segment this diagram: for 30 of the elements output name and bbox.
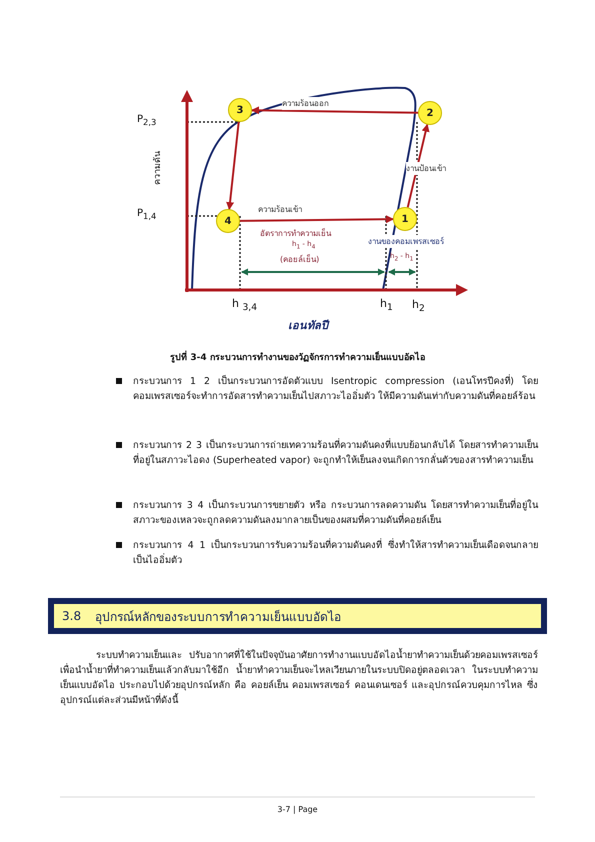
enthalpy-label: h$_{2}$ <box>412 298 425 314</box>
state-point-circle: 4 <box>216 209 240 233</box>
state-point-circle: 3 <box>228 98 252 122</box>
section-title: อุปกรณ์หลักของระบบการทำความเย็นแบบอัดไอ <box>95 608 342 626</box>
annotation-text: อัตราการทำความเย็น <box>260 227 331 240</box>
body-paragraph: ระบบทำความเย็นและ ปรับอากาศที่ใช้ในปัจจุบันอาศัยการทำงานแบบอัดไอน้ำยาทำความเย็นด้วยคอมเพรสเซอร์เพื่อนำน้ำยาที่ทำความเย็นแล้วกลับมาใช้อีก น้ำยาทำความเย็นจะไหลเวียนภายในระบบปิดอยู่ตลอดเวลา ในระบบทำความเย็นแบบอัดไอ ประกอบไปด้วยอุปกรณ์หลัก คือ คอยล์เย็น คอมเพรสเซอร์ คอนเดนเซอร์ และอุปกรณ์ควบคุมการไหล ซึ่งอุปกรณ์แต่ละส่วนมีหน้าที่ดังนี้ <box>60 648 538 708</box>
edge-label: งานป้อนเข้า <box>406 162 446 175</box>
process-arrow <box>251 106 418 114</box>
section-number: 3.8 <box>62 609 82 623</box>
edge-label: ความร้อนออก <box>282 97 329 110</box>
process-arrow <box>406 124 430 208</box>
bullet-text: กระบวนการ 2 3 เป็นกระบวนการถ่ายเทความร้อนที่ความดันคงที่แบบย้อนกลับได้ โดยสารทำความเย็นที่อยู่ในสภาวะไอดง (Superheated vapor) จะถูกทำให้เย็นลงจนเกิดการกลั่นตัวของสารทำความเย็น <box>133 438 538 468</box>
bullet-text: กระบวนการ 4 1 เป็นกระบวนการรับความร้อนที่ความดันคงที่ ซึ่งทำให้สารทำความเย็นเดือดจนกลายเป็นไออิ่มตัว <box>133 538 538 568</box>
process-arrow <box>240 215 394 224</box>
enthalpy-label: h $_{3,4}$ <box>232 297 258 314</box>
state-point-circle: 2 <box>418 101 442 125</box>
axis-title: เอนทัลปี <box>288 318 328 334</box>
page-number: 3-7 | Page <box>276 804 319 816</box>
process-arrow <box>226 122 240 210</box>
bullet-text: กระบวนการ 3 4 เป็นกระบวนการขยายตัว หรือ กระบวนการลดความดัน โดยสารทำความเย็นที่อยู่ในสภาวะของเหลวจะถูกลดความดันลงมากลายเป็นของผสมที่ความดันที่คอยล์เย็น <box>133 498 538 528</box>
enthalpy-label: h$_{1}$ <box>380 297 393 314</box>
axis-title: ความดัน <box>152 151 164 185</box>
section-heading-band <box>48 598 547 634</box>
figure-caption: รูปที่ 3-4 กระบวนการทำงานของวัฏจักรการทำความเย็นแบบอัดไอ <box>0 350 595 364</box>
annotation-text: (คอยล์เย็น) <box>280 253 320 266</box>
pressure-label: P$_{1,4}$ <box>137 208 156 221</box>
state-point-circle: 1 <box>393 207 417 231</box>
bullet-text: กระบวนการ 1 2 เป็นกระบวนการอัดตัวแบบ Isentropic compression (เอนโทรปีคงที่) โดยคอมเพรสเซอร์จะทำการอัดสารทำความเย็นไปสภาวะไออิ่มตัว ให้มีความดันเท่ากับความดันที่คอยล์ร้อน <box>133 374 538 404</box>
annotation-text: งานของคอมเพรสเซอร์ <box>368 235 444 248</box>
pressure-label: P$_{2,3}$ <box>137 114 156 127</box>
